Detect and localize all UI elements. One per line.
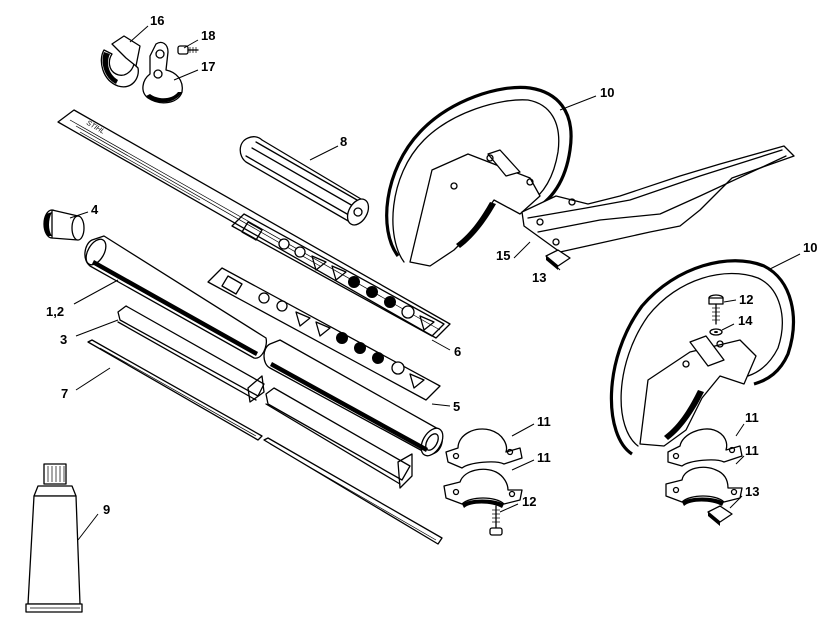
callout-8: 8 (340, 134, 348, 149)
callout-13-top: 13 (532, 270, 547, 285)
screw-part-12-right (708, 294, 724, 325)
nut-part-13-top (545, 249, 571, 270)
drive-tube-right (263, 339, 444, 457)
bracket-part-15 (521, 145, 795, 253)
nut-part-13-bottom (707, 505, 733, 526)
grease-tube-part-9 (25, 463, 83, 613)
clamp-part-11-d (665, 466, 743, 506)
callout-17: 17 (201, 59, 216, 74)
clamp-part-17 (142, 41, 183, 104)
callout-5: 5 (453, 399, 461, 414)
callout-18: 18 (201, 28, 216, 43)
washer-part-14 (709, 328, 723, 336)
liner-part-3 (117, 305, 413, 489)
loop-handle-part-10-top (385, 85, 573, 267)
shaft-part-7 (87, 339, 443, 545)
callout-10-top: 10 (600, 85, 615, 100)
clamp-part-11-c (667, 428, 743, 467)
clamp-part-11-a (445, 428, 523, 469)
callout-11-a: 11 (537, 414, 551, 429)
callout-10-bottom: 10 (803, 240, 818, 255)
callout-3: 3 (60, 332, 68, 347)
callout-7: 7 (61, 386, 69, 401)
callout-11-b: 11 (537, 450, 551, 465)
callout-13-bottom: 13 (745, 484, 760, 499)
leader-lines (69, 25, 801, 541)
screw-part-12-center (489, 505, 503, 536)
callout-11-d: 11 (745, 443, 759, 458)
callout-12-center: 12 (522, 494, 537, 509)
callout-16: 16 (150, 13, 165, 28)
bushing-part-4 (43, 209, 85, 241)
screw-part-18 (177, 45, 199, 55)
callout-11-c: 11 (745, 410, 759, 425)
decal-part-5 (207, 267, 441, 401)
decal-strip-long: STIHL (57, 109, 451, 339)
drive-tube-part-1-2 (84, 235, 268, 359)
decal-part-6 (231, 213, 445, 337)
callout-9: 9 (103, 502, 111, 517)
callout-4: 4 (91, 202, 99, 217)
clamp-part-11-b (443, 468, 523, 508)
callout-6: 6 (454, 344, 462, 359)
grip-part-8 (239, 136, 370, 226)
callout-14: 14 (738, 313, 753, 328)
callout-1-2: 1,2 (46, 304, 65, 319)
callout-12-right: 12 (739, 292, 754, 307)
callout-15: 15 (496, 248, 511, 263)
clamp-part-16 (100, 35, 141, 88)
loop-handle-part-10-bottom (609, 259, 795, 456)
